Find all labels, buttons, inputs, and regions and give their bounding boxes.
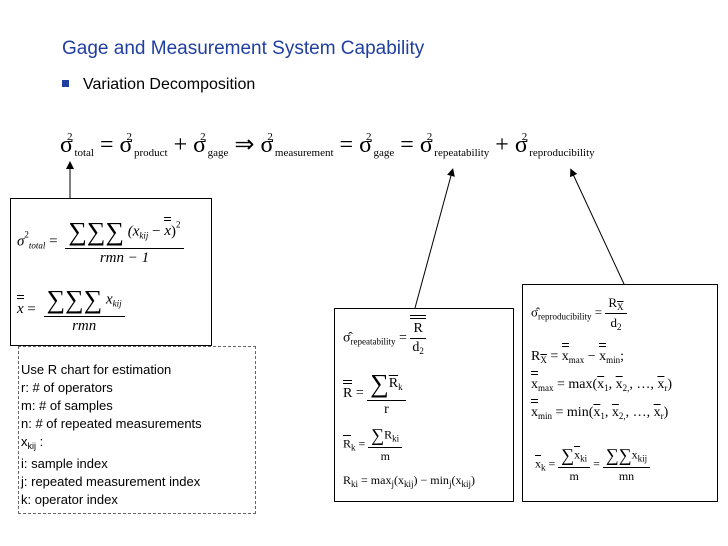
- xmin-formula: xmin = min(x1, x2,, …, xr): [531, 399, 669, 421]
- sigma-total-formula: σ2total = ∑∑∑ (xkij − x)2 rmn − 1: [17, 217, 184, 267]
- slide-title: Gage and Measurement System Capability: [62, 38, 425, 59]
- legend-line: k: operator index: [21, 492, 118, 507]
- grand-mean-formula: x = ∑∑∑ xkij rmn: [17, 285, 125, 335]
- legend-line: i: sample index: [21, 456, 108, 471]
- xmax-formula: xmax = max(x1, x2,, …, xr): [531, 371, 673, 393]
- bullet-text: Variation Decomposition: [83, 76, 256, 93]
- bullet-item: Variation Decomposition: [62, 76, 255, 94]
- legend-line: xkij :: [21, 434, 44, 451]
- notation-legend: Use R chart for estimation r: # of opera…: [18, 346, 256, 514]
- total-variance-box: σ2total = ∑∑∑ (xkij − x)2 rmn − 1 x = ∑∑…: [10, 198, 212, 346]
- r-ki-formula: Rki = maxj(xkij) − minj(xkij): [343, 473, 475, 489]
- legend-line: r: # of operators: [21, 380, 113, 395]
- legend-line: n: # of repeated measurements: [21, 416, 202, 431]
- legend-line: Use R chart for estimation: [21, 362, 172, 377]
- legend-line: j: repeated measurement index: [21, 474, 201, 489]
- variance-decomposition-equation: σ2total = σ2product + σ2gage ⇒ σ2measure…: [60, 131, 595, 159]
- arrow-reproducibility: [570, 168, 625, 285]
- square-bullet-icon: [62, 80, 69, 87]
- legend-line: m: # of samples: [21, 398, 113, 413]
- range-of-means-formula: RX = xmax − xmin;: [531, 343, 625, 365]
- arrow-repeatability: [414, 168, 455, 309]
